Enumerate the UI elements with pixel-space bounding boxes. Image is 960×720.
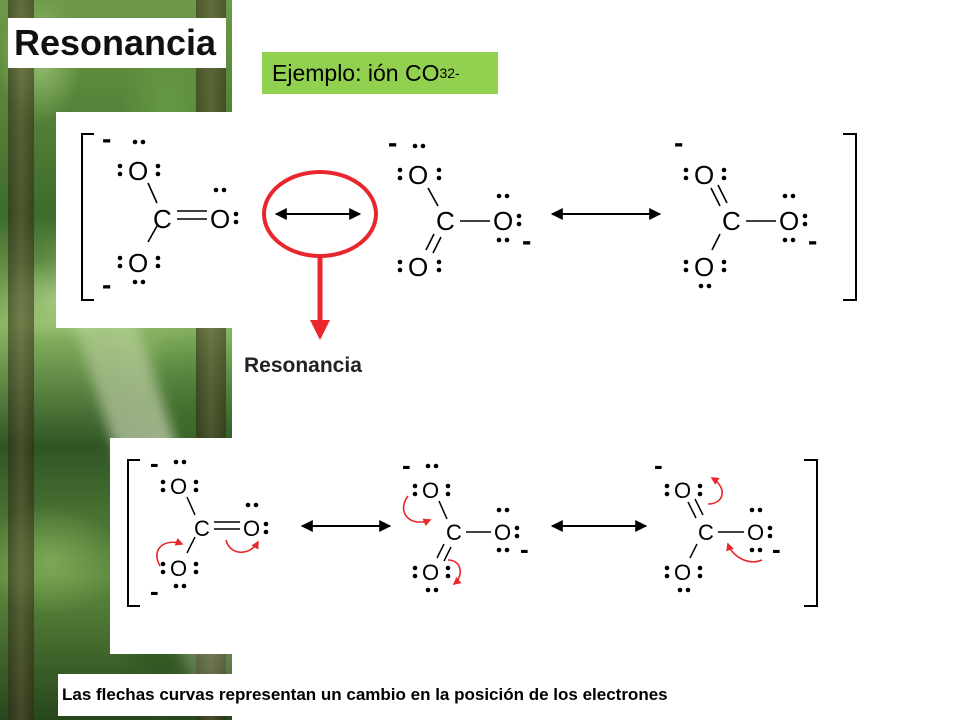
negative-charge: - [674, 127, 683, 158]
structure-1-top: O C O O - - [102, 123, 239, 300]
structure-2-bottom: O C O O - - [402, 450, 529, 593]
negative-charge: - [102, 123, 111, 154]
negative-charge: - [102, 269, 111, 300]
caption-text: Las flechas curvas representan un cambio… [58, 674, 936, 716]
curved-electron-arrow [402, 495, 432, 527]
negative-charge: - [388, 127, 397, 158]
example-charge: 2- [447, 65, 460, 81]
curved-electron-arrow [156, 538, 184, 567]
negative-charge: - [522, 225, 531, 256]
structure-3-bottom: O C O O - - [654, 450, 781, 593]
resonance-label: Resonancia [244, 354, 362, 377]
oxygen-atom: O [494, 520, 511, 545]
oxygen-atom: O [128, 156, 148, 186]
oxygen-atom: O [694, 252, 714, 282]
carbon-atom: C [194, 516, 210, 541]
oxygen-atom: O [408, 160, 428, 190]
carbon-atom: C [436, 206, 455, 236]
negative-charge: - [150, 576, 159, 606]
bracket-left-top [81, 133, 94, 301]
top-diagram-panel [56, 112, 876, 328]
bottom-diagram-panel [110, 438, 938, 654]
curved-electron-arrow [447, 559, 462, 586]
oxygen-atom: O [422, 560, 439, 585]
structure-2-top: O C O O - - [388, 127, 531, 282]
carbon-atom: C [698, 520, 714, 545]
curved-electron-arrow [707, 477, 723, 505]
curved-electron-arrow [726, 542, 763, 563]
negative-charge: - [520, 534, 529, 564]
slide-title: Resonancia [8, 18, 227, 68]
oxygen-atom: O [493, 206, 513, 236]
negative-charge: - [402, 450, 411, 480]
negative-charge: - [772, 534, 781, 564]
oxygen-atom: O [674, 560, 691, 585]
negative-charge: - [150, 448, 159, 478]
carbon-atom: C [722, 206, 741, 236]
oxygen-atom: O [779, 206, 799, 236]
structure-1-bottom: O C O O - - [150, 448, 269, 606]
bracket-right-top [843, 133, 857, 301]
oxygen-atom: O [243, 516, 260, 541]
bracket-right-bottom [804, 459, 818, 607]
example-subscript: 3 [439, 65, 448, 81]
example-prefix: Ejemplo: ión CO [272, 59, 440, 86]
carbon-atom: C [446, 520, 462, 545]
oxygen-atom: O [694, 160, 714, 190]
oxygen-atom: O [170, 474, 187, 499]
oxygen-atom: O [422, 478, 439, 503]
oxygen-atom: O [674, 478, 691, 503]
oxygen-atom: O [747, 520, 764, 545]
negative-charge: - [654, 450, 663, 480]
oxygen-atom: O [128, 248, 148, 278]
oxygen-atom: O [210, 204, 230, 234]
oxygen-atom: O [170, 556, 187, 581]
oxygen-atom: O [408, 252, 428, 282]
curved-electron-arrow [225, 539, 259, 554]
structure-3-top: O C O O - - [674, 127, 817, 289]
bracket-left-bottom [127, 459, 140, 607]
negative-charge: - [808, 225, 817, 256]
carbon-atom: C [153, 204, 172, 234]
